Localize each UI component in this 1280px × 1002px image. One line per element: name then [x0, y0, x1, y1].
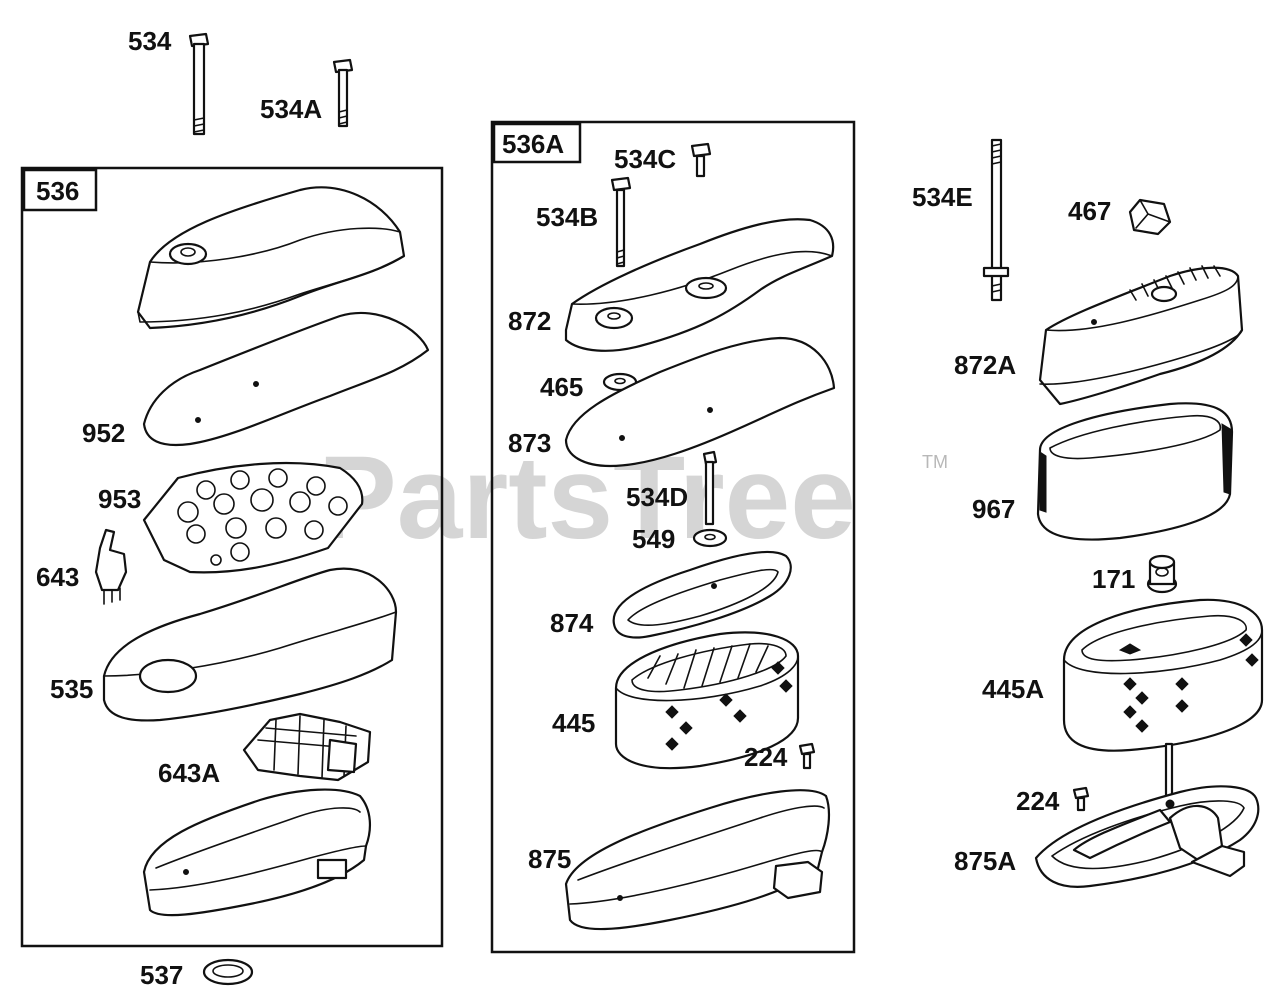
label-445: 445 [552, 708, 595, 738]
screw-224-middle [798, 742, 816, 770]
label-537: 537 [140, 960, 183, 990]
label-465: 465 [540, 372, 583, 402]
screw-224-right [1072, 786, 1090, 812]
stud-534e [982, 138, 1010, 302]
label-534: 534 [128, 26, 172, 56]
label-875a: 875A [954, 846, 1016, 876]
label-171: 171 [1092, 564, 1135, 594]
label-224-right: 224 [1016, 786, 1060, 816]
cover-872a [1038, 265, 1244, 406]
group-536-tag [22, 168, 98, 212]
grommet-171 [1146, 554, 1178, 594]
knob-467 [1128, 198, 1172, 236]
stud-534d [702, 450, 718, 526]
filter-445 [614, 631, 800, 770]
label-872: 872 [508, 306, 551, 336]
label-534c: 534C [614, 144, 676, 174]
bolt-534a [332, 58, 354, 128]
plate-953 [142, 461, 364, 574]
label-952: 952 [82, 418, 125, 448]
label-873: 873 [508, 428, 551, 458]
base-875 [564, 789, 831, 931]
bolt-534b [610, 176, 632, 268]
group-536a-frame [490, 120, 856, 954]
insert-643a [242, 712, 372, 782]
label-534b: 534B [536, 202, 598, 232]
label-534a: 534A [260, 94, 322, 124]
clip-643 [94, 528, 128, 605]
housing-535 [102, 567, 398, 722]
label-953: 953 [98, 484, 141, 514]
label-534e: 534E [912, 182, 973, 212]
label-534d: 534D [626, 482, 688, 512]
watermark-tm: TM [922, 452, 948, 472]
seal-874 [612, 550, 792, 639]
filter-445a [1062, 598, 1264, 752]
ring-537 [202, 958, 254, 986]
sleeve-967 [1036, 402, 1234, 541]
label-874: 874 [550, 608, 594, 638]
gasket-873 [564, 336, 836, 468]
bolt-534 [188, 32, 210, 136]
label-549: 549 [632, 524, 675, 554]
label-875: 875 [528, 844, 571, 874]
gasket-952 [142, 311, 430, 447]
label-643a: 643A [158, 758, 220, 788]
screw-534c [690, 142, 712, 178]
washer-549 [692, 528, 728, 548]
label-967: 967 [972, 494, 1015, 524]
group-536a-label: 536A [502, 129, 564, 159]
label-535: 535 [50, 674, 93, 704]
label-872a: 872A [954, 350, 1016, 380]
label-224-middle: 224 [744, 742, 788, 772]
label-467: 467 [1068, 196, 1111, 226]
group-536-label: 536 [36, 176, 79, 206]
group-536-frame [20, 166, 444, 948]
cover-536 [136, 186, 406, 330]
label-445a: 445A [982, 674, 1044, 704]
cover-872 [564, 218, 835, 352]
base-875a [1034, 742, 1260, 888]
label-643: 643 [36, 562, 79, 592]
group-536a-tag [492, 122, 582, 164]
base-536 [142, 788, 372, 917]
